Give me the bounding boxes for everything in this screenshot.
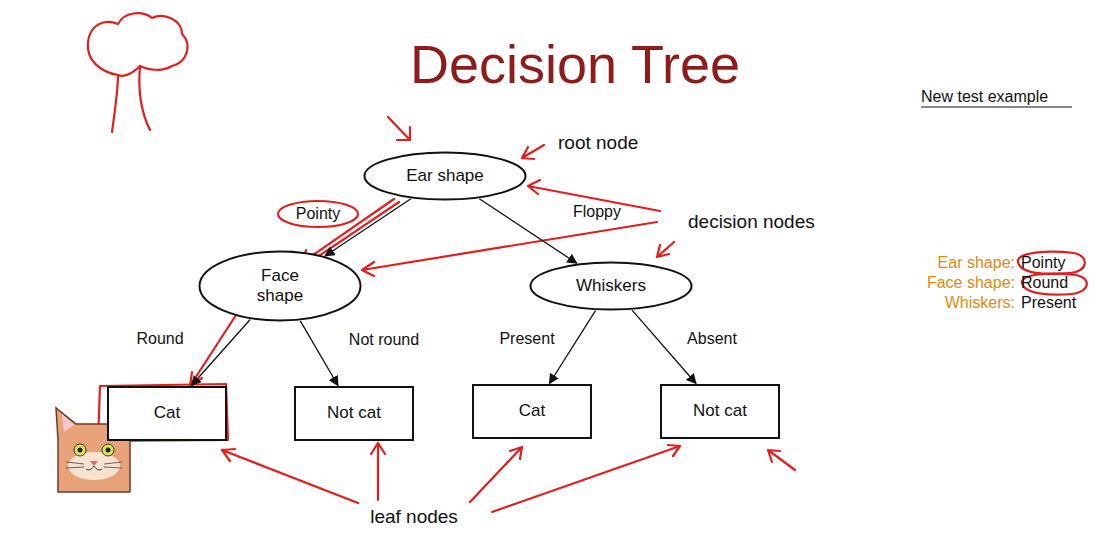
branch-label: Present bbox=[499, 329, 554, 348]
title: Decision Tree bbox=[410, 33, 740, 95]
leaf-box: Cat bbox=[472, 384, 592, 439]
branch-label: Round bbox=[136, 329, 183, 348]
feature-text: Round bbox=[1021, 273, 1068, 292]
node-label: Not cat bbox=[327, 403, 381, 423]
branch-arrow bbox=[549, 311, 595, 384]
red-annotations bbox=[88, 13, 1087, 512]
tree-doodle bbox=[88, 13, 188, 132]
branch-arrow bbox=[479, 199, 576, 264]
annotation-path bbox=[190, 312, 238, 386]
annotation-circle bbox=[278, 201, 358, 227]
decision-ellipse: Ear shape bbox=[363, 151, 527, 201]
panel-heading: New test example bbox=[921, 87, 1048, 106]
feature-text: Pointy bbox=[1021, 253, 1065, 272]
branch-label: Pointy bbox=[296, 204, 340, 223]
underline bbox=[921, 106, 1072, 107]
node-label: Not cat bbox=[693, 401, 747, 421]
annotation-arrow bbox=[388, 117, 410, 140]
feature-text: Ear shape: bbox=[938, 253, 1015, 272]
annotation-arrow bbox=[522, 145, 544, 159]
annotation-arrow bbox=[222, 449, 358, 503]
annotation-circle bbox=[1022, 274, 1087, 295]
feature-text: Whiskers: bbox=[945, 293, 1015, 312]
annotation-arrow bbox=[768, 450, 795, 470]
ellipse-outline bbox=[531, 263, 692, 310]
node-label: Cat bbox=[519, 401, 545, 421]
node-label: Cat bbox=[154, 403, 180, 423]
annotation-box bbox=[98, 384, 228, 441]
leaf-box: Not cat bbox=[660, 384, 780, 439]
annotation-arrow bbox=[657, 242, 674, 257]
decision-ellipse: Face shape bbox=[198, 250, 362, 322]
annotation-arrow bbox=[470, 447, 522, 502]
feature-text: Face shape: bbox=[927, 273, 1015, 292]
leaf-box: Cat bbox=[107, 386, 227, 441]
branch-label: Not round bbox=[349, 330, 419, 349]
annotation-circle bbox=[1018, 252, 1085, 274]
annotation-arrow bbox=[371, 443, 385, 500]
ellipse-outline bbox=[365, 153, 526, 200]
annotation-arrow bbox=[492, 445, 680, 512]
annotation-label: decision nodes bbox=[688, 211, 815, 234]
branch-label: Absent bbox=[687, 329, 737, 348]
tree-doodle bbox=[118, 66, 140, 76]
node-label: Face shape bbox=[250, 266, 310, 307]
node-label: Ear shape bbox=[406, 166, 484, 186]
branch-label: Floppy bbox=[573, 202, 621, 221]
annotation-label: leaf nodes bbox=[370, 506, 458, 529]
branch-arrow bbox=[191, 320, 250, 386]
leaf-box: Not cat bbox=[294, 386, 414, 441]
annotation-label: root node bbox=[558, 132, 638, 155]
branch-arrow bbox=[300, 321, 338, 386]
feature-text: Present bbox=[1021, 293, 1076, 312]
decision-ellipse: Whiskers bbox=[529, 261, 693, 311]
branch-arrow bbox=[632, 310, 696, 383]
node-label: Whiskers bbox=[576, 276, 646, 296]
ellipse-outline bbox=[200, 252, 361, 321]
